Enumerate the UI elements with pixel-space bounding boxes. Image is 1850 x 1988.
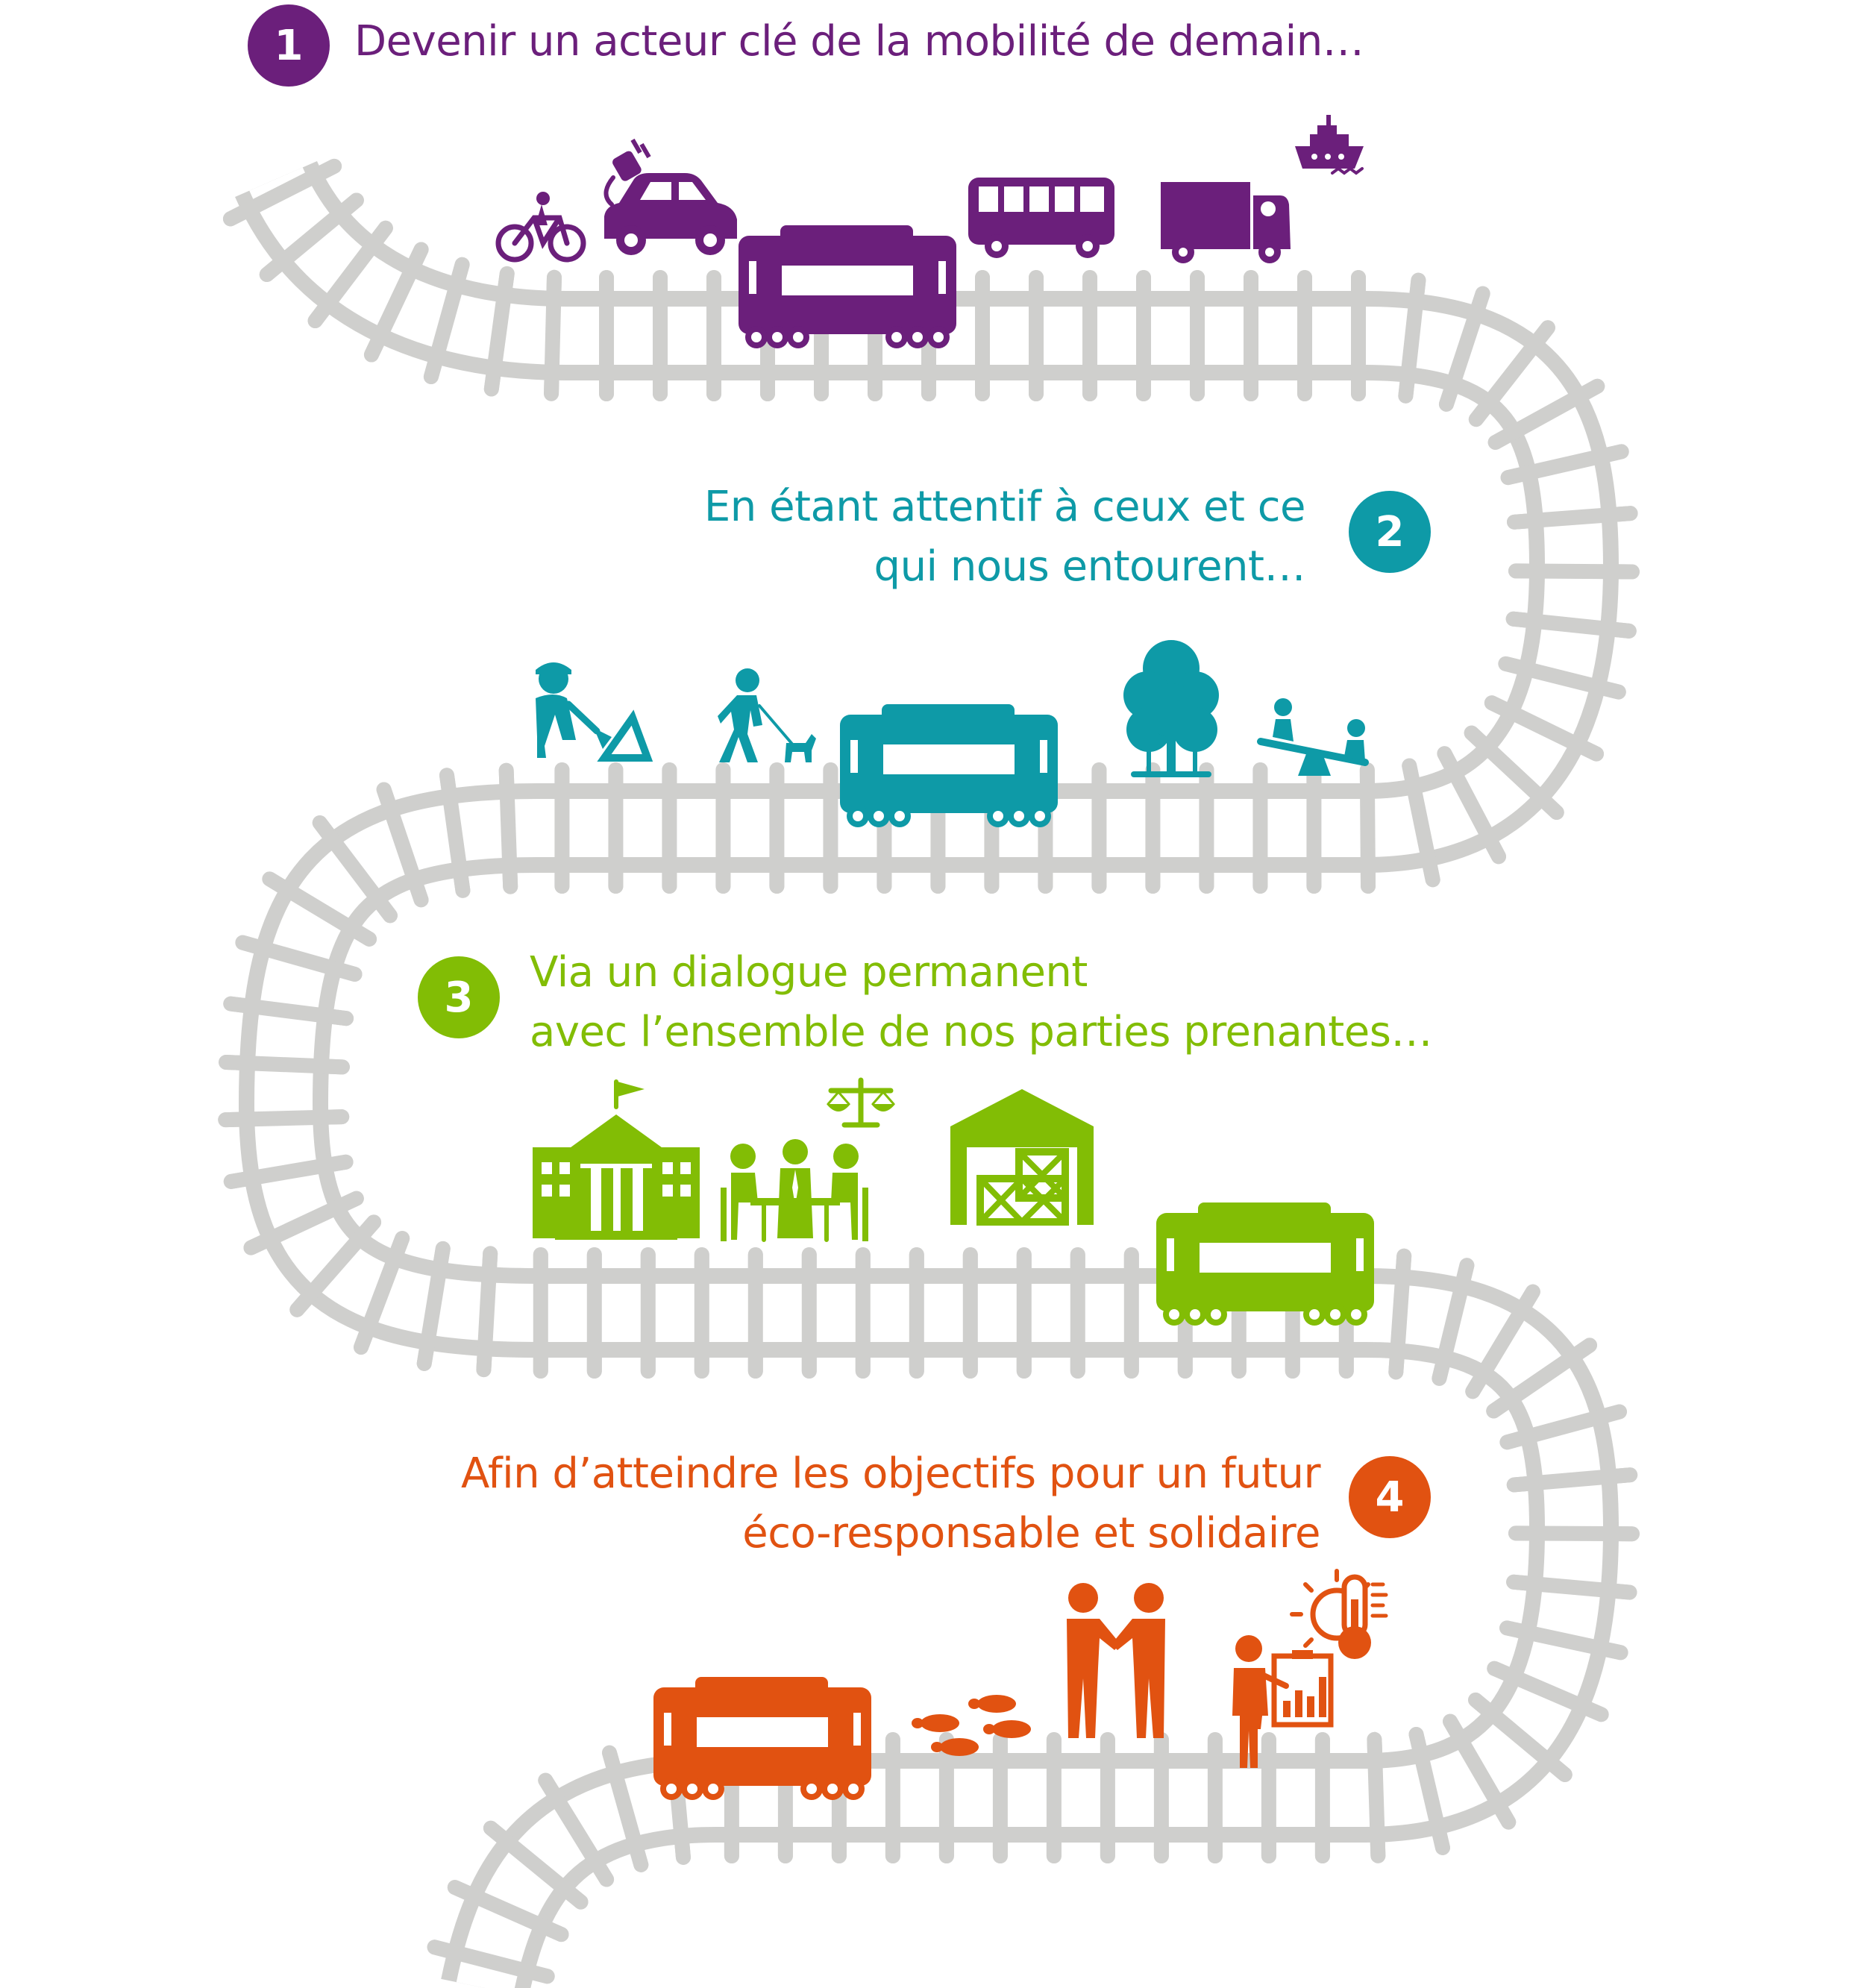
track-sleeper-inner bbox=[483, 1820, 589, 1910]
footprints-icon bbox=[912, 1695, 1031, 1756]
track-sleeper-inner bbox=[223, 996, 354, 1026]
track-sleeper-inner bbox=[1499, 1620, 1628, 1661]
track-sleeper-inner bbox=[416, 1241, 451, 1371]
track-sleeper-inner bbox=[222, 158, 342, 227]
track-sleeper-inner bbox=[235, 935, 363, 982]
ship-icon bbox=[1295, 115, 1364, 175]
track-sleeper-inner bbox=[1438, 286, 1490, 412]
track-sleeper-inner bbox=[243, 1191, 364, 1255]
step-2-illustrations bbox=[536, 640, 1369, 827]
track-sleeper-inner bbox=[1505, 611, 1637, 639]
track-sleeper-inner bbox=[1367, 1731, 1386, 1863]
truck-icon bbox=[1161, 182, 1291, 263]
track-sleeper-inner bbox=[439, 768, 471, 898]
track-sleeper-inner bbox=[1408, 1726, 1450, 1855]
seesaw-icon bbox=[1257, 698, 1369, 776]
warehouse-icon bbox=[950, 1089, 1094, 1226]
track-sleeper-inner bbox=[447, 1880, 569, 1942]
track-sleeper-inner bbox=[1443, 1713, 1517, 1830]
tram-icon bbox=[840, 704, 1058, 827]
bus-icon bbox=[968, 178, 1114, 258]
tram-icon bbox=[1156, 1202, 1374, 1326]
track-sleeper-inner bbox=[1487, 1661, 1609, 1722]
track-sleeper-inner bbox=[1484, 695, 1605, 762]
track-sleeper-inner bbox=[1506, 506, 1638, 530]
track-sleeper-inner bbox=[1398, 272, 1426, 404]
track-sleeper-inner bbox=[1468, 1692, 1572, 1782]
step-2-badge: 2 bbox=[1349, 491, 1431, 573]
scales-of-justice-icon bbox=[827, 1077, 895, 1128]
track-sleeper-inner bbox=[262, 871, 377, 947]
track-sleeper-inner bbox=[363, 242, 429, 363]
step-4-caption-line: éco-responsable et solidaire bbox=[742, 1509, 1320, 1558]
step-3-caption: Via un dialogue permanent avec l’ensembl… bbox=[530, 943, 1432, 1062]
track-sleeper-inner bbox=[1437, 746, 1506, 865]
step-4-caption: Afin d’atteindre les objectifs pour un f… bbox=[461, 1444, 1320, 1564]
track-sleeper-inner bbox=[1500, 444, 1629, 486]
track-sleeper-inner bbox=[1506, 1467, 1638, 1493]
climate-thermometer-icon bbox=[1290, 1569, 1388, 1659]
track-sleeper-inner bbox=[1498, 656, 1626, 700]
step-3-caption-line: avec l’ensemble de nos parties prenantes… bbox=[530, 1008, 1432, 1056]
step-1-caption-line: Devenir un acteur clé de la mobilité de … bbox=[354, 17, 1364, 66]
track-sleeper-inner bbox=[1499, 1404, 1627, 1450]
electric-car-icon bbox=[603, 138, 737, 255]
track-sleeper-inner bbox=[1432, 1258, 1475, 1386]
person-walking-dog-icon bbox=[718, 668, 816, 762]
step-3-badge: 3 bbox=[418, 956, 500, 1038]
step-3-illustrations bbox=[533, 1077, 1374, 1326]
track-sleeper-inner bbox=[307, 220, 393, 329]
step-4-badge: 4 bbox=[1349, 1456, 1431, 1538]
step-1-badge: 1 bbox=[248, 4, 330, 87]
tree-icon bbox=[1123, 640, 1219, 777]
track-sleeper-inner bbox=[219, 1054, 350, 1075]
track-sleeper-inner bbox=[1402, 758, 1440, 888]
track-sleeper-inner bbox=[354, 1231, 410, 1355]
track-sleeper-inner bbox=[218, 1109, 350, 1128]
track-sleeper-inner bbox=[1468, 320, 1555, 427]
step-1-illustrations bbox=[495, 115, 1364, 348]
handshake-icon bbox=[1067, 1583, 1165, 1738]
track-sleeper-inner bbox=[538, 1772, 615, 1887]
track-sleeper-inner bbox=[427, 1940, 555, 1984]
track-sleeper-inner bbox=[483, 266, 515, 397]
track-sleeper-inner bbox=[223, 1154, 354, 1189]
track-sleeper-inner bbox=[1465, 1284, 1540, 1399]
track-sleeper-inner bbox=[544, 269, 562, 401]
step-3-caption-line: Via un dialogue permanent bbox=[530, 948, 1088, 997]
city-hall-icon bbox=[533, 1079, 700, 1240]
step-4-illustrations bbox=[653, 1569, 1388, 1800]
track-sleeper-inner bbox=[1359, 762, 1376, 894]
track-sleeper-inner bbox=[498, 762, 518, 894]
bicycle-icon bbox=[495, 192, 586, 263]
track-sleeper-inner bbox=[312, 815, 398, 924]
track-sleeper-inner bbox=[1508, 1526, 1640, 1542]
track-sleeper-inner bbox=[1464, 725, 1564, 821]
meeting-table-icon bbox=[721, 1139, 868, 1242]
track-sleeper-inner bbox=[476, 1246, 498, 1378]
step-4-caption-line: Afin d’atteindre les objectifs pour un f… bbox=[461, 1449, 1320, 1498]
track-sleeper-inner bbox=[376, 782, 429, 908]
track-sleeper-inner bbox=[289, 1214, 382, 1317]
step-2-caption-line: qui nous entourent… bbox=[874, 542, 1306, 591]
track-sleeper-inner bbox=[423, 257, 470, 385]
track-sleeper-inner bbox=[1506, 1574, 1637, 1600]
track-sleeper-inner bbox=[1486, 1338, 1597, 1419]
track-sleeper-inner bbox=[259, 192, 364, 283]
step-2-caption-line: En étant attentif à ceux et ce bbox=[703, 483, 1306, 531]
track-gap bbox=[249, 166, 1604, 1988]
track-sleeper-inner bbox=[602, 1745, 649, 1872]
tram-icon bbox=[653, 1677, 871, 1800]
step-2-caption: En étant attentif à ceux et ce qui nous … bbox=[703, 477, 1306, 597]
tram-icon bbox=[739, 225, 956, 348]
step-1-caption: Devenir un acteur clé de la mobilité de … bbox=[354, 12, 1364, 72]
worker-shovel-icon bbox=[536, 662, 653, 762]
track-sleeper-inner bbox=[1388, 1248, 1412, 1380]
track-sleeper-inner bbox=[1487, 378, 1605, 450]
presenter-chart-icon bbox=[1232, 1635, 1334, 1768]
